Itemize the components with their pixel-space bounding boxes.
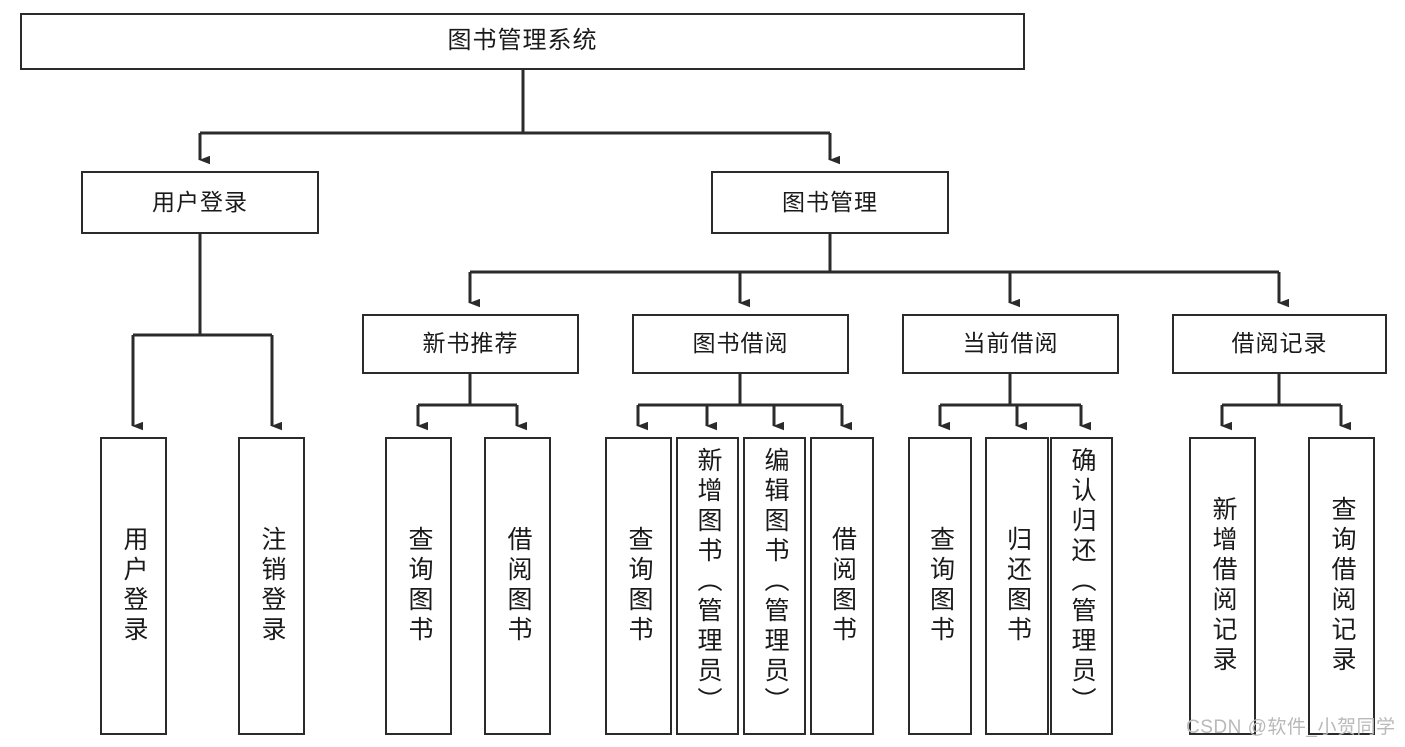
leaf-borrow-books[interactable]: 借阅图书 bbox=[810, 437, 874, 735]
node-label: 图书管理系统 bbox=[447, 27, 598, 55]
leaf-borrow-books-new[interactable]: 借阅图书 bbox=[484, 437, 551, 735]
node-label: 确认归还（管理员） bbox=[1068, 447, 1096, 717]
leaf-user-login[interactable]: 用户登录 bbox=[100, 437, 167, 735]
node-user-login[interactable]: 用户登录 bbox=[81, 171, 319, 234]
leaf-add-book-admin[interactable]: 新增图书（管理员） bbox=[676, 437, 739, 735]
node-label: 查询图书 bbox=[625, 526, 653, 646]
leaf-query-books-borrow[interactable]: 查询图书 bbox=[605, 437, 672, 735]
node-borrow-records[interactable]: 借阅记录 bbox=[1172, 314, 1387, 374]
leaf-return-books[interactable]: 归还图书 bbox=[985, 437, 1049, 735]
node-book-borrow[interactable]: 图书借阅 bbox=[632, 314, 849, 374]
node-label: 图书借阅 bbox=[692, 330, 789, 357]
node-label: 注销登录 bbox=[258, 526, 286, 646]
node-new-book-recommend[interactable]: 新书推荐 bbox=[362, 314, 579, 374]
leaf-edit-book-admin[interactable]: 编辑图书（管理员） bbox=[743, 437, 806, 735]
node-label: 用户登录 bbox=[152, 188, 248, 215]
leaf-query-borrow-record[interactable]: 查询借阅记录 bbox=[1308, 437, 1375, 735]
node-label: 新增图书（管理员） bbox=[694, 447, 722, 717]
node-label: 图书管理 bbox=[782, 188, 878, 215]
node-book-management[interactable]: 图书管理 bbox=[711, 171, 949, 234]
node-current-borrow[interactable]: 当前借阅 bbox=[902, 314, 1119, 374]
node-label: 编辑图书（管理员） bbox=[761, 447, 789, 717]
leaf-logout[interactable]: 注销登录 bbox=[238, 437, 305, 735]
node-label: 新书推荐 bbox=[422, 330, 519, 357]
leaf-confirm-return-admin[interactable]: 确认归还（管理员） bbox=[1050, 437, 1113, 735]
leaf-add-borrow-record[interactable]: 新增借阅记录 bbox=[1189, 437, 1256, 735]
node-label: 归还图书 bbox=[1003, 526, 1032, 646]
node-label: 借阅图书 bbox=[828, 526, 857, 646]
csdn-watermark: CSDN @软件_小贺同学 bbox=[1186, 717, 1396, 738]
leaf-query-books-current[interactable]: 查询图书 bbox=[908, 437, 972, 735]
node-label: 新增借阅记录 bbox=[1209, 496, 1237, 676]
node-label: 借阅图书 bbox=[504, 526, 532, 646]
node-label: 用户登录 bbox=[120, 526, 148, 646]
node-label: 当前借阅 bbox=[962, 330, 1059, 357]
node-label: 借阅记录 bbox=[1231, 330, 1328, 357]
node-label: 查询图书 bbox=[405, 526, 433, 646]
node-label: 查询图书 bbox=[926, 526, 955, 646]
leaf-query-books-new[interactable]: 查询图书 bbox=[385, 437, 452, 735]
node-root-system[interactable]: 图书管理系统 bbox=[20, 13, 1025, 70]
node-label: 查询借阅记录 bbox=[1328, 496, 1356, 676]
